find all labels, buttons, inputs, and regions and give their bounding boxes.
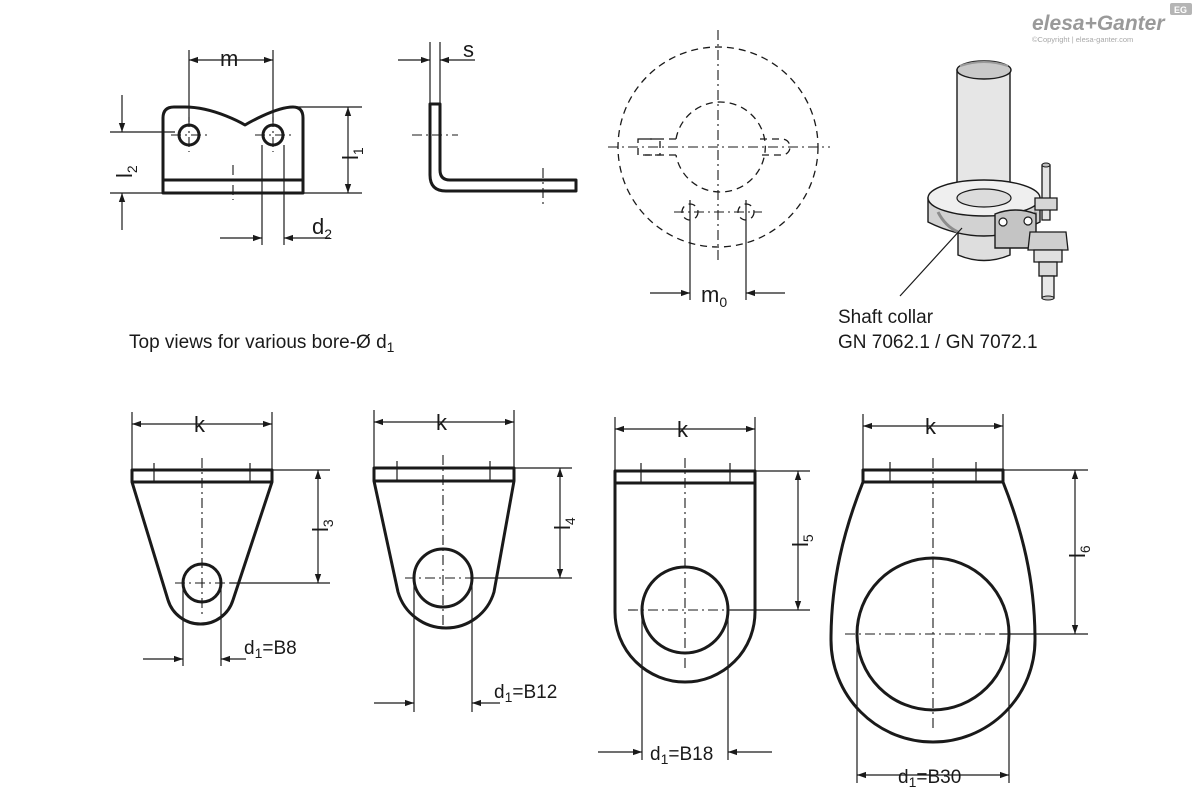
top-view-b18 <box>598 417 810 760</box>
top-view-b8 <box>130 412 330 666</box>
shaft-collar-view <box>608 30 830 300</box>
brand-badge <box>1170 3 1192 15</box>
top-view-b12 <box>372 410 572 712</box>
svg-text:l6: l6 <box>1065 545 1093 558</box>
label-l2: l2 <box>112 165 140 178</box>
label-k-3: k <box>677 417 689 442</box>
label-d1-b18: d1=B18 <box>650 744 713 767</box>
top-view-b30 <box>829 414 1088 783</box>
label-m0: m0 <box>701 282 727 310</box>
brand-logo: elesa+Ganter ©Copyright | elesa-ganter.c… <box>1032 3 1192 44</box>
label-d2: d2 <box>312 214 332 242</box>
caption-shaft-collar: Shaft collar <box>838 307 934 328</box>
label-l6: l6 <box>1065 545 1093 558</box>
brand-badge-text: EG <box>1174 5 1187 15</box>
caption-shaft-collar-part: GN 7062.1 / GN 7072.1 <box>838 332 1038 353</box>
brand-logo-text: elesa+Ganter <box>1032 12 1166 35</box>
label-d1-b8: d1=B8 <box>244 638 297 661</box>
svg-text:l1: l1 <box>338 147 366 160</box>
label-d1-b12: d1=B12 <box>494 682 557 705</box>
svg-text:l4: l4 <box>550 517 578 530</box>
dimension-labels: m s l1 l2 d2 m0 k k k k l3 l4 l5 l6 d1=B… <box>112 37 1093 790</box>
label-s: s <box>463 37 474 62</box>
captions: Top views for various bore-Ø d1 Shaft co… <box>129 307 1038 355</box>
bracket-front-view <box>110 50 362 245</box>
label-m: m <box>220 46 238 71</box>
label-d1-b30: d1=B30 <box>898 767 961 790</box>
svg-text:l2: l2 <box>112 165 140 178</box>
label-k-1: k <box>194 412 206 437</box>
label-l1: l1 <box>338 147 366 160</box>
label-k-2: k <box>436 410 448 435</box>
svg-text:l3: l3 <box>308 519 336 532</box>
copyright-text: ©Copyright | elesa-ganter.com <box>1032 35 1133 44</box>
label-l5: l5 <box>788 534 816 547</box>
svg-text:l5: l5 <box>788 534 816 547</box>
label-l3: l3 <box>308 519 336 532</box>
label-l4: l4 <box>550 517 578 530</box>
caption-top-views: Top views for various bore-Ø d1 <box>129 332 395 355</box>
bracket-side-view <box>398 42 578 205</box>
shaft-collar-illustration <box>899 60 1069 301</box>
label-k-4: k <box>925 414 937 439</box>
